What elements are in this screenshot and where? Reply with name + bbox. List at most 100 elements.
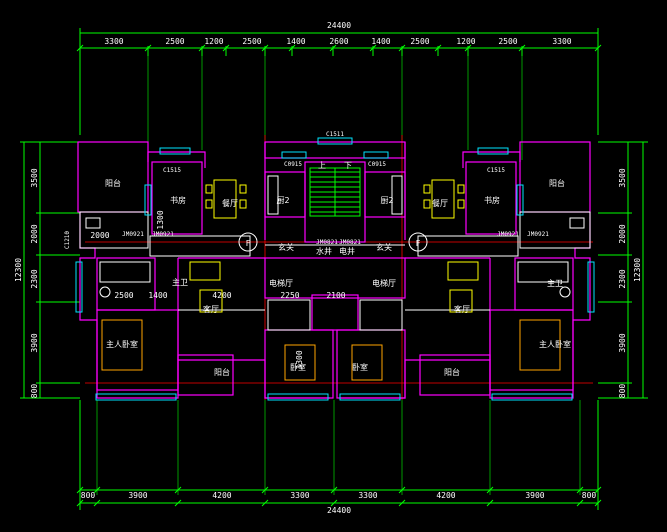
room-dining-left: 餐厅 [222, 199, 238, 208]
dining-chair [457, 184, 465, 194]
window-code-c1515-left: C1515 [163, 167, 181, 174]
left-dim-4: 3900 [30, 333, 39, 352]
room-bath-left: 主卫 [172, 277, 188, 287]
drawing-line [261, 499, 269, 507]
dining-chair [423, 184, 431, 194]
stair-down-label: 下 [344, 161, 352, 170]
drawing-line [486, 499, 494, 507]
inner-dim-1400: 1400 [148, 291, 167, 300]
axis-label-right: F [416, 239, 421, 248]
inner-dim-2250: 2250 [280, 291, 299, 300]
bottom-dim-4: 3300 [290, 491, 309, 500]
room-bath-right: 主卫 [547, 278, 563, 288]
bottom-dim-1: 800 [81, 491, 96, 500]
room-bedroom-left: 卧室 [290, 362, 306, 372]
axis-label-left: F [246, 239, 251, 248]
top-dim-2: 2500 [165, 37, 184, 46]
drawing-line [398, 499, 406, 507]
right-dim-1: 3500 [618, 168, 627, 187]
top-dim-9: 1200 [456, 37, 475, 46]
dining-chair [205, 199, 213, 209]
drawing-line [576, 499, 584, 507]
room-study-left: 书房 [170, 195, 186, 205]
inner-dim-2000: 2000 [90, 231, 109, 240]
room-small-balcony-right: 阳台 [444, 367, 460, 377]
bottom-dim-2: 3900 [128, 491, 147, 500]
drawing-line [594, 499, 602, 507]
drawing-line [76, 486, 84, 494]
drawing-line [93, 499, 101, 507]
left-dim-3: 2300 [30, 269, 39, 288]
inner-dimensions: 2500 1400 4200 2250 2100 2000 1300 3300 [90, 210, 345, 369]
dining-chair [457, 199, 465, 209]
door-code-3: JM0821 [316, 239, 338, 246]
dining-chair [239, 199, 247, 209]
inner-dim-2500: 2500 [114, 291, 133, 300]
furniture [85, 175, 585, 381]
top-dim-6: 2600 [329, 37, 348, 46]
left-dim-2: 2000 [30, 224, 39, 243]
bottom-dim-3: 4200 [212, 491, 231, 500]
bottom-dim-6: 4200 [436, 491, 455, 500]
overall-width-bottom: 24400 [327, 506, 351, 515]
element-codes: C1511 C0915 C0915 C1515 C1515 C1210 JM09… [64, 131, 549, 249]
building-outline [77, 141, 591, 399]
room-balcony-left: 阳台 [105, 178, 121, 188]
right-dim-5: 800 [618, 384, 627, 399]
room-living-right: 客厅 [454, 304, 470, 314]
door-code-5: JM0921 [497, 231, 519, 238]
top-dim-5: 1400 [286, 37, 305, 46]
window-code-c1515-right: C1515 [487, 167, 505, 174]
room-dining-right: 餐厅 [432, 199, 448, 208]
dining-chair [239, 184, 247, 194]
room-living-left: 客厅 [203, 304, 219, 314]
room-foyer-right: 玄关 [376, 242, 392, 252]
room-kitchen-left: 厨2 [276, 196, 289, 205]
overall-width-top: 24400 [327, 21, 351, 30]
top-dim-4: 2500 [242, 37, 261, 46]
room-water-shaft: 水井 [316, 246, 332, 256]
dimension-lines [20, 28, 648, 510]
axis-bubbles: F F [238, 232, 428, 252]
staircase [309, 167, 361, 217]
top-dim-10: 2500 [498, 37, 517, 46]
dimension-text: 24400 24400 3300 2500 1200 2500 1400 260… [14, 21, 642, 515]
room-master-right: 主人卧室 [539, 339, 571, 349]
right-dim-3: 2300 [618, 269, 627, 288]
drawing-line [174, 499, 182, 507]
inner-dim-2100: 2100 [326, 291, 345, 300]
room-labels: 阳台 阳台 书房 书房 餐厅 餐厅 厨2 厨2 玄关 玄关 水井 电井 电梯厅 … [105, 161, 571, 377]
room-kitchen-right: 厨2 [380, 196, 393, 205]
top-dim-1: 3300 [104, 37, 123, 46]
top-dim-11: 3300 [552, 37, 571, 46]
window-code-c1511: C1511 [326, 131, 344, 138]
door-code-6: JM0921 [527, 231, 549, 238]
left-dim-1: 3500 [30, 168, 39, 187]
walls [79, 211, 591, 331]
door-code-4: JM0821 [339, 239, 361, 246]
bottom-dim-5: 3300 [358, 491, 377, 500]
axis-lines [85, 135, 593, 400]
room-small-balcony-left: 阳台 [214, 367, 230, 377]
room-elevator-hall-left: 电梯厅 [269, 278, 293, 288]
dining-chair [205, 184, 213, 194]
drawing-line [76, 499, 84, 507]
drawing-line [330, 499, 338, 507]
top-dim-7: 1400 [371, 37, 390, 46]
right-dim-4: 3900 [618, 333, 627, 352]
inner-dim-3300: 3300 [295, 350, 304, 369]
dining-chair [423, 199, 431, 209]
right-total: 12300 [633, 258, 642, 282]
drawing-line [594, 486, 602, 494]
window-code-c1210: C1210 [64, 231, 71, 249]
room-balcony-right: 阳台 [549, 178, 565, 188]
inner-dim-1300: 1300 [156, 210, 165, 229]
window-code-c0915-right: C0915 [368, 161, 386, 168]
top-dim-8: 2500 [410, 37, 429, 46]
window-code-c0915-left: C0915 [284, 161, 302, 168]
room-elec-shaft: 电井 [339, 246, 355, 256]
room-study-right: 书房 [484, 195, 500, 205]
room-master-left: 主人卧室 [106, 339, 138, 349]
left-total: 12300 [14, 258, 23, 282]
